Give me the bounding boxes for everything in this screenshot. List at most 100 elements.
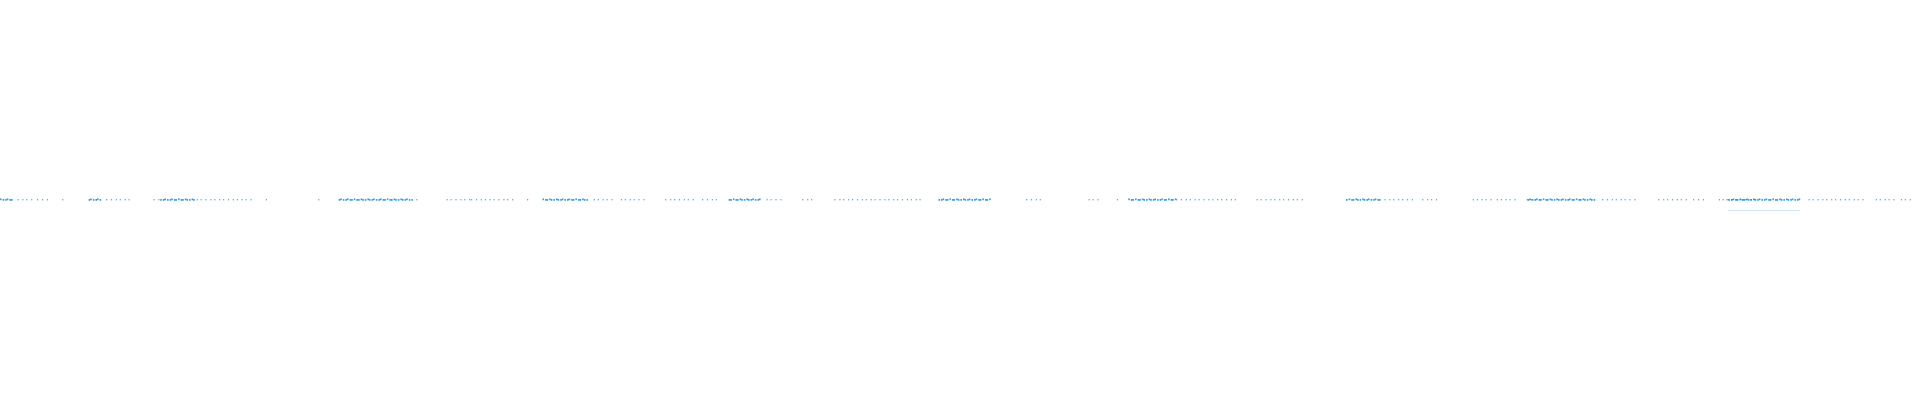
strip-dot [1161,198,1163,201]
strip-dot [1909,199,1911,201]
strip-dot [406,198,408,201]
strip-dot [856,199,859,201]
strip-dot [1732,198,1735,201]
strip-dot [1553,199,1556,201]
strip-dot [754,199,757,201]
strip-dot [586,199,588,201]
strip-dot [1586,199,1589,201]
strip-dot [1490,199,1492,201]
strip-dot [1746,198,1748,201]
strip-dot [571,199,573,201]
strip-dot [1143,199,1145,201]
strip-dot [1234,199,1236,201]
strip-dot [770,199,772,201]
strip-dot [1198,199,1200,201]
strip-dot [1776,199,1779,201]
strip-dot [119,199,121,201]
strip-dot [572,199,575,201]
strip-dot [1584,199,1586,201]
strip-dot [1159,199,1162,201]
strip-dot [1176,199,1178,201]
strip-dot [1817,199,1819,201]
strip-dot [1260,199,1262,201]
strip-dot [1373,199,1375,201]
strip-dot [545,199,547,201]
strip-dot [1835,199,1837,201]
strip-dot [1831,199,1833,201]
strip-dot [1798,198,1801,201]
strip-dot [1530,199,1532,201]
strip-dot [553,199,555,201]
strip-dot [861,199,863,201]
strip-dot [1225,199,1228,201]
strip-dot [1208,199,1210,201]
strip-dot [1536,198,1538,201]
strip-dot [643,199,645,201]
strip-dot [1551,199,1553,201]
strip-dot [1301,199,1303,201]
strip-dot [542,198,544,201]
strip-dot [1406,199,1409,201]
strip-dot [1355,198,1357,201]
strip-dot [375,199,378,201]
strip-dot [450,199,452,201]
strip-dot [1526,199,1528,201]
strip-dot [1826,199,1828,201]
strip-dot [1780,199,1783,201]
strip-dot [1602,199,1604,201]
strip-dot [1148,198,1151,201]
strip-dot [362,199,364,201]
strip-dot [1676,199,1678,201]
strip-dot [893,199,895,201]
strip-dot [1287,199,1290,201]
strip-dot [915,199,917,201]
strip-dot [124,199,126,201]
strip-dot [2,199,5,201]
strip-dot [171,198,173,201]
strip-dot [1560,199,1563,201]
strip-dot [1606,199,1609,201]
strip-dot [1039,199,1041,201]
strip-dot [1794,199,1796,201]
strip-dot [1346,199,1348,201]
strip-dot [1758,198,1761,201]
strip-dot [1505,199,1507,201]
strip-dot [1900,199,1902,201]
strip-dot [638,199,640,201]
strip-dot [1735,199,1737,201]
strip-dot [1185,199,1187,201]
strip-dot [356,199,358,201]
strip-dot [1538,199,1541,201]
strip-dot [469,199,471,201]
strip-dot [1270,199,1272,201]
strip-dot [748,199,750,201]
strip-dot [750,199,753,201]
strip-dot [95,199,97,201]
strip-dot [191,198,194,201]
strip-dot [507,199,509,201]
strip-dot [1790,199,1792,201]
strip-dot [1739,198,1741,201]
strip-dot [1189,199,1191,201]
strip-dot [852,199,854,201]
strip-dot [971,199,973,201]
strip-dot [373,198,375,201]
strip-dot [37,199,39,201]
strip-dot [1472,199,1474,201]
strip-dot [173,199,176,201]
strip-dot [743,199,746,201]
strip-dot [196,199,198,201]
strip-dot [1556,198,1558,201]
strip-dot [17,199,19,201]
strip-dot [1611,199,1613,201]
strip-dot [1362,198,1364,201]
strip-dot [26,199,28,201]
strip-dot [46,199,48,201]
strip-dot [1624,199,1626,201]
strip-dot [178,198,180,201]
strip-dot [582,198,584,201]
strip-dot [464,199,466,201]
strip-dot [952,199,954,201]
strip-dot [1786,198,1788,201]
